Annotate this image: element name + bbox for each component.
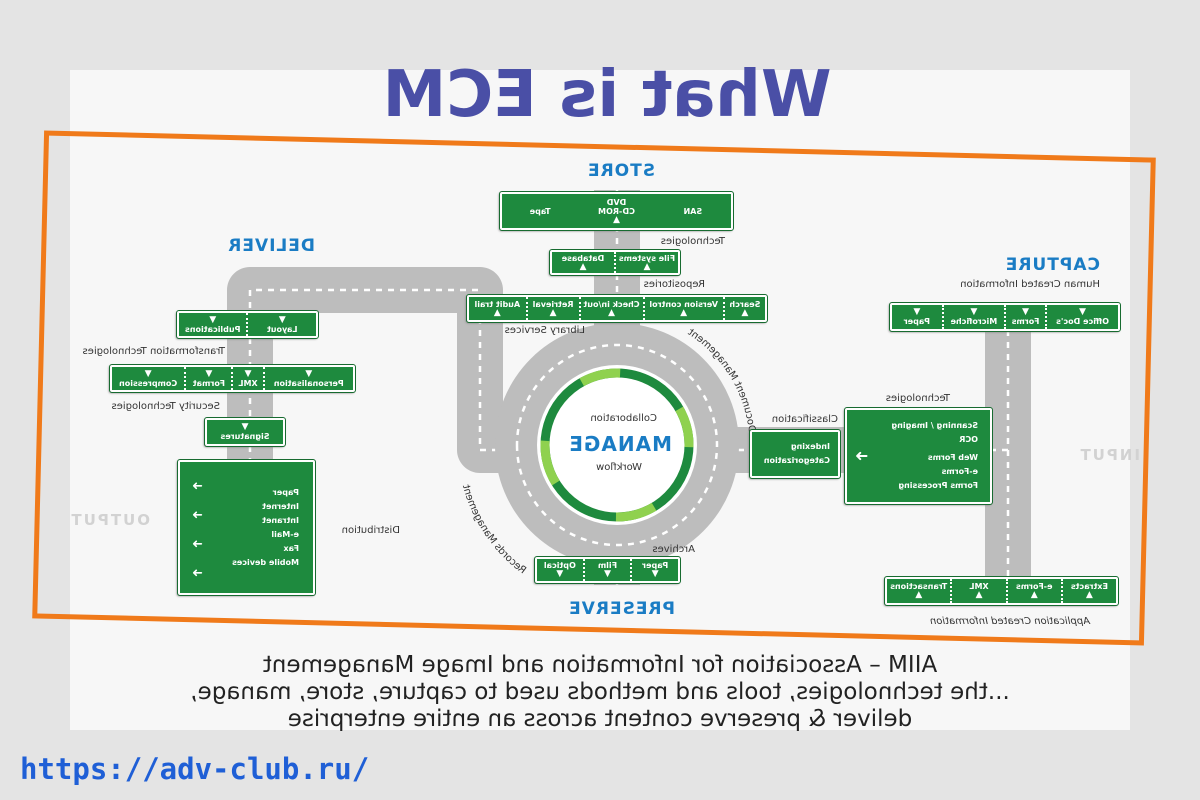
repositories-label: Repositories bbox=[643, 279, 705, 290]
sign-row: Fax bbox=[283, 543, 299, 553]
sign-item: XML▲ bbox=[952, 579, 1008, 603]
sign-item: ▼Microfiche bbox=[943, 305, 1006, 329]
transformation-label: Transformation Technologies bbox=[82, 346, 225, 357]
sign-item: Film▼ bbox=[584, 559, 633, 581]
archives-label: Archives bbox=[652, 544, 695, 555]
caption-line-2: ...the technologies, tools and methods u… bbox=[190, 679, 1010, 705]
deliver-road bbox=[227, 267, 510, 473]
sign-item: e-Forms▲ bbox=[1007, 579, 1063, 603]
sign-item: ▼Format bbox=[186, 367, 234, 390]
sign-item: Retrieval▲ bbox=[527, 297, 581, 320]
human-created-label: Human Created Information bbox=[960, 279, 1100, 290]
sign-row: e-Mail bbox=[271, 529, 299, 539]
store-heading: STORE bbox=[587, 161, 655, 181]
sign-row: Internet bbox=[262, 501, 299, 511]
application-created-label: Application Created Information bbox=[929, 616, 1090, 627]
sign-row: Scanning / Imaging bbox=[891, 421, 978, 430]
sign-item: ▼Compression bbox=[112, 367, 187, 390]
sign-row: e-Forms bbox=[941, 467, 978, 476]
sign-row: Paper bbox=[272, 487, 299, 497]
sign-item: Extracts▲ bbox=[1070, 582, 1108, 600]
sign-item: DVD CD-ROM▲ bbox=[598, 197, 635, 225]
watermark-link[interactable]: https://adv-club.ru/ bbox=[20, 752, 370, 786]
sign-item: ▼Paper bbox=[892, 305, 944, 329]
sign-row: Categorization bbox=[763, 456, 830, 465]
application-created-sign: Extracts▲ e-Forms▲ XML▲ Transactions▲ bbox=[884, 576, 1119, 606]
repositories-sign: File systems▲ Database▲ bbox=[549, 249, 681, 276]
library-services-sign: Search▲ Version control▲ Check in/out▲ R… bbox=[466, 294, 768, 323]
sign-item: File systems▲ bbox=[618, 253, 676, 272]
sign-item: Transactions▲ bbox=[887, 579, 953, 603]
sign-item: ▼XML bbox=[233, 367, 265, 390]
sign-row: Forms Processing bbox=[898, 481, 978, 490]
deliver-heading: DELIVER bbox=[227, 236, 315, 256]
sign-item: Database▲ bbox=[552, 252, 616, 273]
classification-sign: Indexing Categorization bbox=[749, 429, 841, 479]
distribution-sign: Paper Internet Intranet e-Mail Fax Mobil… bbox=[177, 459, 316, 596]
sign-item: ▼Office Doc's bbox=[1056, 307, 1109, 326]
sign-item: SAN bbox=[683, 206, 703, 216]
output-label: OUTPUT bbox=[69, 511, 150, 529]
sign-item: ▼Publications bbox=[179, 313, 249, 336]
sign-item: Search▲ bbox=[729, 299, 761, 318]
capture-tech-label: Technologies bbox=[885, 393, 950, 404]
sign-row: Mobile devices bbox=[232, 557, 299, 567]
sign-item: Paper▼ bbox=[642, 561, 669, 579]
capture-heading: CAPTURE bbox=[1004, 255, 1100, 275]
sign-item: ▼Forms bbox=[1006, 305, 1048, 329]
sign-item: Version control▲ bbox=[644, 297, 725, 320]
manage-heading: MANAGE bbox=[568, 432, 672, 456]
sign-item: Optical▼ bbox=[536, 559, 585, 581]
preserve-heading: PRESERVE bbox=[568, 599, 675, 619]
sign-item: Tape bbox=[529, 206, 551, 216]
sign-row: OCR bbox=[959, 435, 978, 444]
sign-item: ▼Signatures bbox=[220, 422, 270, 441]
sign-row: Indexing bbox=[790, 442, 830, 451]
store-tech-sign: SAN DVD CD-ROM▲ Tape bbox=[499, 191, 734, 231]
archives-sign: Paper▼ Film▼ Optical▼ bbox=[534, 556, 681, 584]
input-label: INPUT bbox=[1078, 446, 1140, 464]
sign-row: Web Forms bbox=[927, 453, 978, 462]
sign-item: Check in/out▲ bbox=[580, 297, 645, 320]
sign-row: Intranet bbox=[262, 515, 299, 525]
sign-item: ▼Layout bbox=[267, 314, 298, 334]
publications-sign: ▼Layout ▼Publications bbox=[176, 310, 319, 339]
human-created-sign: ▼Office Doc's ▼Forms ▼Microfiche ▼Paper bbox=[889, 302, 1121, 332]
sign-item: Audit trail▲ bbox=[469, 297, 528, 320]
collaboration-label: Collaboration bbox=[590, 413, 657, 424]
workflow-label: Workflow bbox=[596, 462, 642, 473]
capture-tech-sign: Scanning / Imaging OCR Web Forms e-Forms… bbox=[844, 407, 993, 505]
signatures-sign: ▼Signatures bbox=[204, 417, 286, 447]
sign-item: ▼Personalisation bbox=[273, 368, 344, 388]
transformation-sign: ▼Personalisation ▼XML ▼Format ▼Compressi… bbox=[109, 364, 356, 393]
caption-line-1: AIIM – Association for Information and I… bbox=[262, 652, 938, 678]
distribution-label: Distribution bbox=[341, 525, 400, 536]
arrow-right-icons: ➜➜➜➜ bbox=[192, 479, 203, 581]
library-services-label: Library Services bbox=[504, 325, 585, 336]
caption-line-3: deliver & preserve content across an ent… bbox=[287, 706, 913, 732]
arrow-right-icon: ➜ bbox=[855, 446, 869, 465]
store-tech-label: Technologies bbox=[660, 236, 725, 247]
classification-label: Classification bbox=[771, 414, 838, 425]
security-label: Security Technologies bbox=[111, 401, 220, 412]
